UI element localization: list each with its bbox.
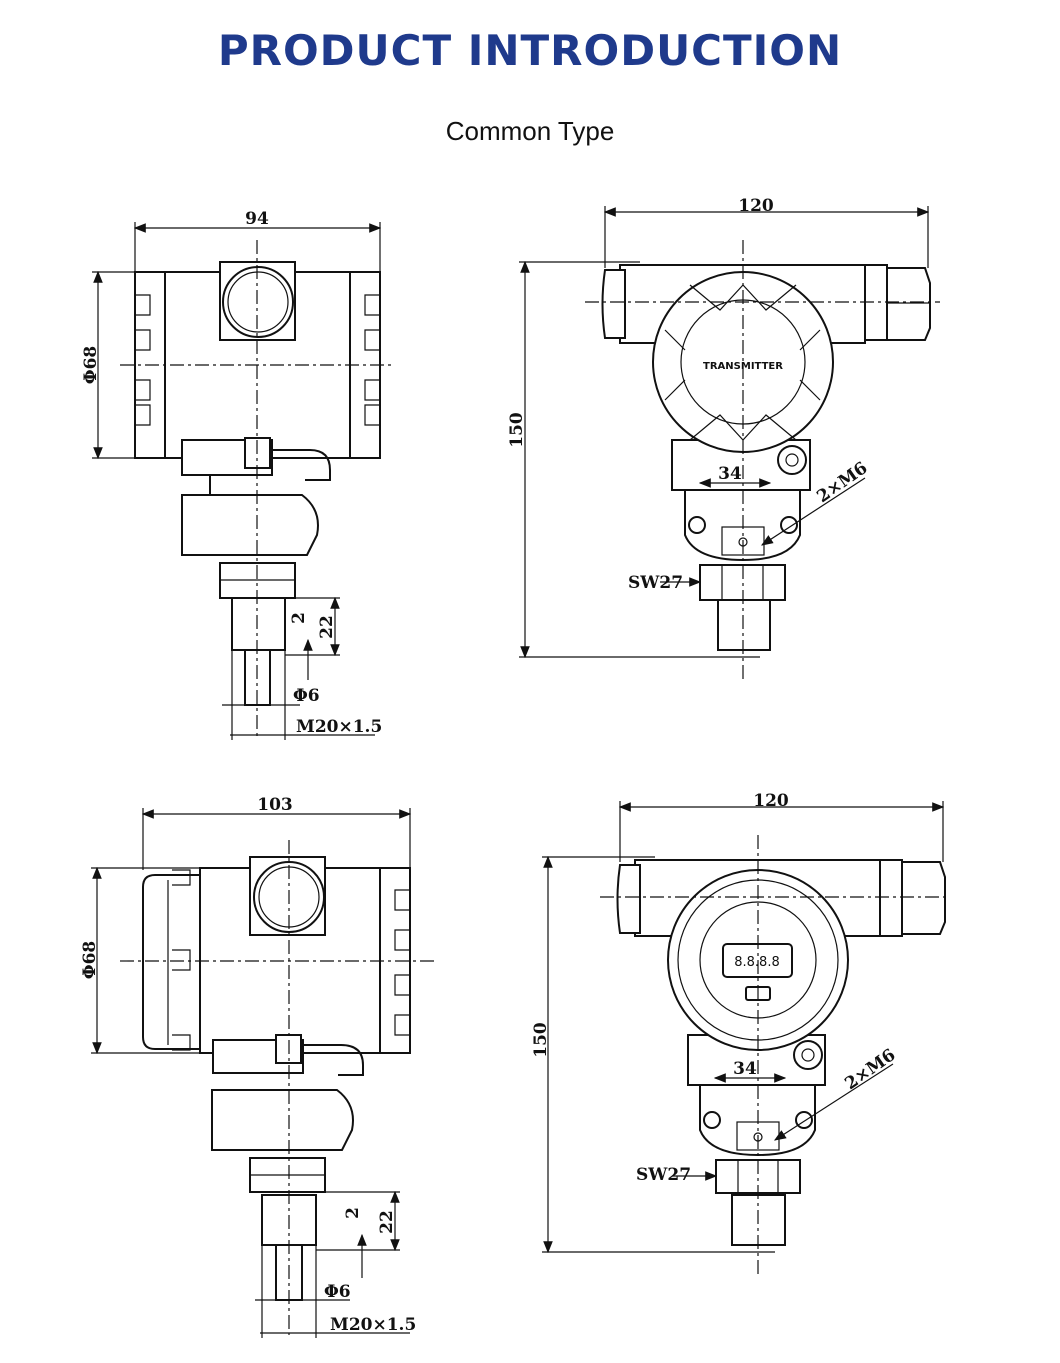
bracket-dimension: 34 [718, 464, 742, 484]
mounting-holes-label: 2×M6 [841, 1045, 899, 1094]
mounting-holes-label: 2×M6 [813, 458, 871, 507]
side-view-common-type: 94 Φ68 2 22 Φ6 [81, 209, 395, 740]
thread-size: M20×1.5 [330, 1315, 416, 1335]
wrench-size-label: SW27 [628, 573, 683, 593]
dimension-22: 22 [317, 615, 337, 639]
front-view-display-type: 120 150 8.8.8.8 34 2×M [531, 791, 950, 1278]
lcd-display: 8.8.8.8 [734, 955, 779, 970]
width-dimension: 120 [753, 791, 789, 811]
width-dimension: 120 [738, 196, 774, 216]
dimension-22: 22 [377, 1210, 397, 1234]
thread-size: M20×1.5 [296, 717, 382, 737]
front-view-common-type: 120 150 TRANSMITTER 34 2×M6 [507, 196, 940, 682]
width-dimension: 103 [257, 795, 293, 815]
wrench-size-label: SW27 [636, 1165, 691, 1185]
height-dimension: 150 [531, 1022, 551, 1058]
dimension-2: 2 [289, 612, 309, 624]
diameter-dimension: Φ68 [81, 346, 101, 384]
page-subtitle: Common Type [445, 116, 615, 146]
width-dimension: 94 [245, 209, 269, 229]
side-view-display-type: 103 Φ68 2 22 Φ6 [80, 795, 438, 1338]
stem-diameter: Φ6 [324, 1282, 351, 1302]
bracket-dimension: 34 [733, 1059, 757, 1079]
height-dimension: 150 [507, 412, 527, 448]
dimension-2: 2 [343, 1207, 363, 1219]
diameter-dimension: Φ68 [80, 941, 100, 979]
page-title: PRODUCT INTRODUCTION [217, 26, 843, 75]
stem-diameter: Φ6 [293, 686, 320, 706]
